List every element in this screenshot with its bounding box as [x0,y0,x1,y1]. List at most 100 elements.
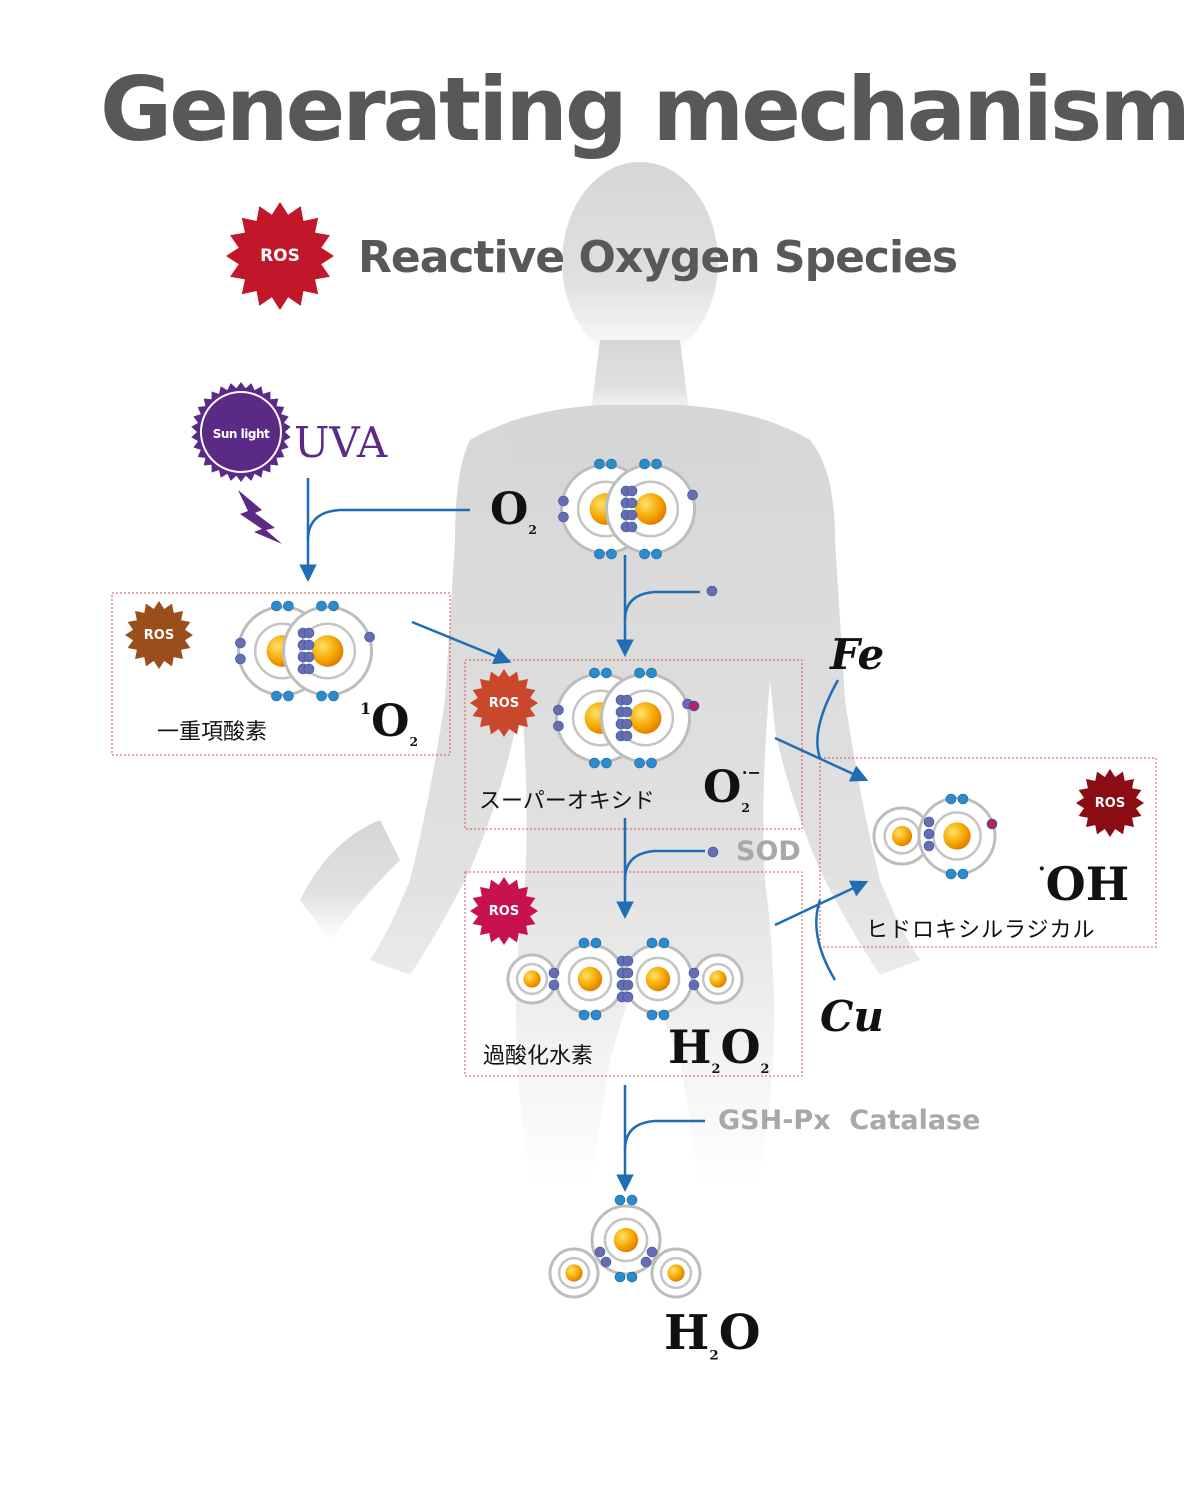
arrow-superoxide-to-hydroxyl [774,736,869,782]
electron [316,600,327,612]
water-h-right-inner-shell [659,1256,693,1290]
electron [622,967,634,979]
peroxide-h-right-inner-shell [701,962,735,996]
electron [601,757,612,769]
water-h-left-inner-shell [557,1256,591,1290]
electron [687,489,698,501]
singlet-oxygen-formula: 1O2 [360,696,418,749]
electron [622,955,634,967]
reaction-arrows [299,478,869,1192]
electron [646,937,658,949]
oxygen-molecule-atom-right-nucleus [634,493,667,525]
electron [626,509,638,521]
electron [578,1009,590,1021]
water-h-right-nucleus [667,1264,685,1282]
electron [594,548,605,560]
electron [651,548,662,560]
electron [646,1246,658,1258]
oxygen-formula: O2 [490,484,537,537]
oxygen-formula-main: O [490,484,529,535]
electron [646,1009,658,1021]
superoxide-box [464,659,803,830]
free-electron-1 [706,585,718,597]
electron [621,718,633,730]
electron [558,495,569,507]
electron [621,730,633,742]
singlet-oxygen-formula-sup: 1 [360,699,372,718]
oxygen-molecule-atom-right-inner-shell [622,480,680,538]
sunlight-badge-label: Sun light [212,427,270,441]
electron [553,720,564,732]
molecules-layer [235,458,998,1299]
electron [303,639,315,651]
electron [594,1246,606,1258]
peroxide-o-right-inner-shell [635,956,681,1002]
electron [621,706,633,718]
iron-catalyst-label: Fe [830,630,885,679]
hydroxyl-ros-badge-icon [1076,769,1144,837]
electron [271,600,282,612]
electron [646,757,657,769]
electron [601,667,612,679]
superoxide-name: スーパーオキシド [479,789,655,814]
hydroxyl-ros-badge-label: ROS [1094,796,1126,811]
singlet-oxygen-formula-main: O [371,696,410,747]
electron [688,967,700,979]
peroxide-formula-o-sub: 2 [760,1062,770,1078]
peroxide-ros-badge-label: ROS [488,904,520,919]
page-title: Generating mechanism [100,58,1191,161]
arrow-gsh-branch [623,1119,705,1151]
superoxide-formula: O2·− [703,762,761,815]
oxygen-formula-sub: 2 [528,521,537,537]
electron [646,667,657,679]
electron [589,667,600,679]
peroxide-h-left-nucleus [523,970,541,988]
water-formula: H2O [664,1305,761,1364]
header-ros-badge-label: ROS [260,246,300,266]
peroxide-h-left-inner-shell [515,962,549,996]
header-ros-badge-icon [226,202,334,310]
electron [622,991,634,1003]
electron [578,937,590,949]
arrow-singlet-to-superoxide [411,620,512,665]
electron [316,690,327,702]
electron [626,1271,638,1283]
electron [364,631,375,643]
page-subtitle: Reactive Oxygen Species [358,232,958,283]
electron [639,548,650,560]
electron [626,485,638,497]
singlet-oxygen-name: 一重項酸素 [157,720,268,745]
electron [606,548,617,560]
superoxide-radical-electron [688,700,700,712]
gsh-catalase-enzyme-label: GSH-Px Catalase [718,1105,981,1136]
electron [235,653,246,665]
electron [303,663,315,675]
singlet-oxygen-molecule-atom-right-nucleus [311,635,344,667]
electron [553,704,564,716]
lightning-icon [238,490,282,544]
sod-enzyme-label: SOD [736,836,801,867]
electron [600,1256,612,1268]
arrow-fe-curve [816,679,840,759]
singlet-oxygen-formula-sub: 2 [409,733,419,749]
electron [945,868,957,880]
hydroxyl-radical-name: ヒドロキシルラジカル [866,918,1096,943]
electron [235,637,246,649]
uva-label: UVA [294,418,388,467]
sunlight-badge-ring [200,391,282,473]
electron [957,868,969,880]
electron [558,511,569,523]
singlet-oxygen-molecule-atom-right-inner-shell [299,622,357,680]
arrow-cu-curve [815,899,837,981]
electron [626,497,638,509]
electron [640,1256,652,1268]
electron [548,967,560,979]
electron [945,793,957,805]
peroxide-o-left-inner-shell [567,956,613,1002]
electron [923,840,935,852]
peroxide-o-left-nucleus [577,966,603,992]
superoxide-molecule-atom-right-inner-shell [617,689,675,747]
superoxide-formula-main: O [703,762,742,813]
